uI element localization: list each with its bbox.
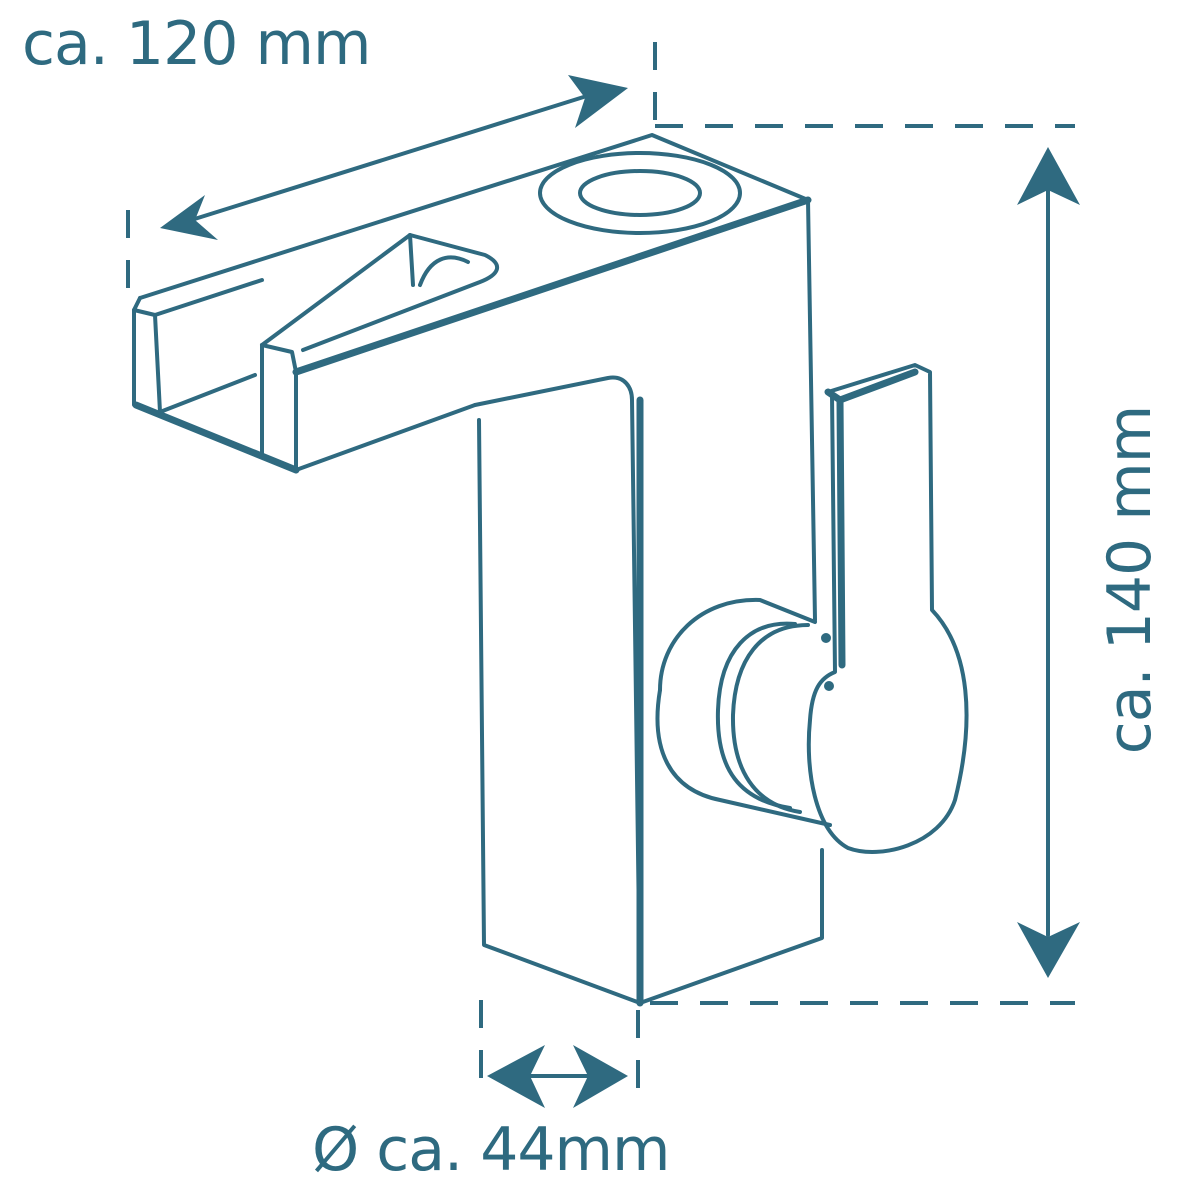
height-dimension-label: ca. 140 mm: [1095, 405, 1165, 755]
outlet-outer-ring: [538, 151, 742, 235]
lever-pivot-dot-top: [821, 633, 831, 643]
width-arrow-icon: [160, 75, 628, 240]
outlet-inner-ring: [578, 169, 702, 217]
faucet-body: [132, 133, 824, 1007]
width-dimension-label: ca. 120 mm: [22, 9, 371, 79]
lever-handle: [655, 363, 969, 854]
diameter-dimension-label: Ø ca. 44mm: [312, 1115, 670, 1185]
reference-lines: [126, 42, 1075, 1095]
height-arrow-icon: [1017, 147, 1080, 978]
diameter-arrow-icon: [487, 1045, 628, 1108]
lever-pivot-dot-bottom: [824, 681, 834, 691]
